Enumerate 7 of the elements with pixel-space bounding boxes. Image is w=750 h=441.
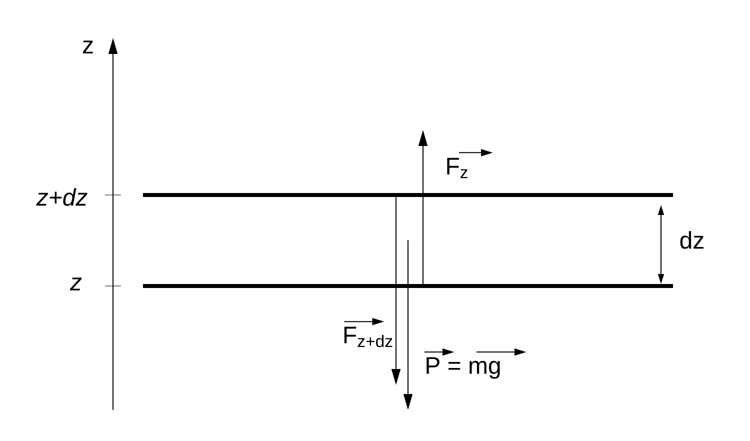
tick-label: z+dz	[36, 188, 88, 206]
force-label: F$_{z}$	[447, 158, 468, 178]
tick-label: z	[70, 278, 82, 290]
dimension-label: dz	[680, 231, 704, 249]
force-label: F$_{z+dz}$	[344, 326, 392, 348]
axis-label: z	[82, 40, 93, 54]
force-label: P = mg	[426, 357, 500, 379]
